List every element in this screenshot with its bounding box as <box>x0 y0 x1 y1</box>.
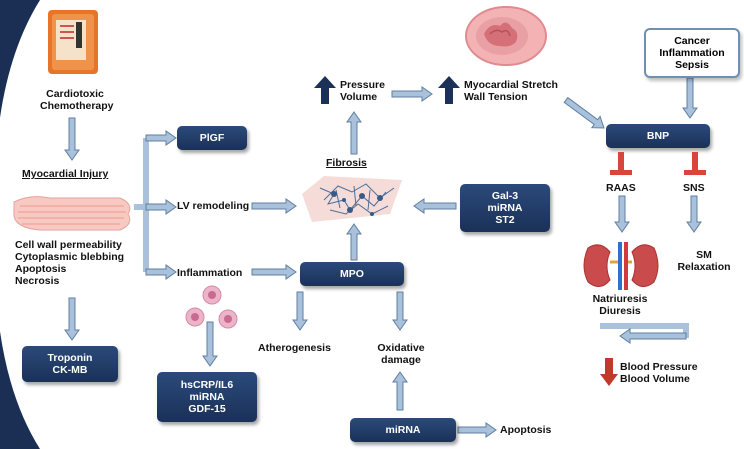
hscrp-box: hsCRP/IL6 miRNA GDF-15 <box>157 372 257 422</box>
arrow-mirna-to-oxidative <box>392 371 408 411</box>
gal3-text: Gal-3 <box>491 190 519 202</box>
sepsis-text: Sepsis <box>675 59 709 71</box>
bnp-text: BNP <box>646 130 670 142</box>
myocardial-injury-label: Myocardial Injury <box>22 168 109 180</box>
pressure-volume-label: Pressure Volume <box>340 79 385 103</box>
sns-label: SNS <box>683 182 705 194</box>
arrow-cells-to-hscrp <box>202 321 218 367</box>
chemo-label-line: Cardiotoxic Chemotherapy <box>40 88 114 112</box>
myocyte-fiber-icon <box>13 196 131 231</box>
fibrosis-network-icon <box>302 176 402 222</box>
arrow-sns-down <box>686 195 702 233</box>
bnp-box: BNP <box>606 124 710 148</box>
arrow-stretch-to-bnp <box>563 96 605 129</box>
apoptosis-right-label: Apoptosis <box>500 424 552 436</box>
injury-list: Cell wall permeability Cytoplasmic blebb… <box>15 239 124 287</box>
arrow-fibrosis-to-pressure <box>346 111 362 155</box>
lv-remodeling-label: LV remodeling <box>177 200 250 212</box>
sm-relaxation-label: SM Relaxation <box>677 249 731 273</box>
arrow-raas-down <box>614 195 630 233</box>
arrow-to-lv <box>145 199 177 215</box>
chemo-label: Cardiotoxic Chemotherapy <box>40 88 114 112</box>
kidneys-icon <box>583 242 659 290</box>
hscrp-text: hsCRP/IL6 <box>180 379 234 391</box>
pigf-box: PlGF <box>177 126 247 150</box>
arrow-inflammation-to-mpo <box>251 264 297 280</box>
stretch-label: Myocardial Stretch Wall Tension <box>464 79 558 103</box>
ckmb-text: CK-MB <box>52 364 88 376</box>
mirna-bottom-text: miRNA <box>385 424 421 436</box>
arrow-pressure-to-stretch <box>391 86 433 102</box>
arrow-to-blood <box>619 328 687 344</box>
injury-item: Necrosis <box>15 275 60 287</box>
raas-label: RAAS <box>606 182 636 194</box>
arrow-necrosis-to-troponin <box>64 297 80 341</box>
arrow-mirna-to-apoptosis <box>457 422 497 438</box>
blood-pressure-label: Blood Pressure Blood Volume <box>620 361 698 385</box>
injury-item: Cell wall permeability <box>15 239 122 251</box>
troponin-box: Troponin CK-MB <box>22 346 118 382</box>
arrow-chemo-to-injury <box>64 117 80 161</box>
st2-text: ST2 <box>495 214 515 226</box>
inflammation-label: Inflammation <box>177 267 243 279</box>
cancer-box: Cancer Inflammation Sepsis <box>644 28 740 78</box>
chemotherapy-bag-icon <box>48 10 98 74</box>
pigf-text: PlGF <box>199 132 225 144</box>
arrow-mpo-to-oxidative <box>392 291 408 331</box>
injury-item: Cytoplasmic blebbing <box>15 251 125 263</box>
left-border-arc <box>0 0 40 449</box>
down-arrow-icon <box>600 358 618 386</box>
mpo-text: MPO <box>340 268 364 280</box>
arrow-mpo-to-fibrosis <box>346 223 362 261</box>
mirna-bottom-box: miRNA <box>350 418 456 442</box>
natriuresis-label: Natriuresis Diuresis <box>592 293 648 317</box>
arrow-to-pigf <box>145 130 177 146</box>
heart-cross-section-icon <box>465 6 547 66</box>
arrow-mpo-to-athero <box>292 291 308 331</box>
gal3-box: Gal-3 miRNA ST2 <box>460 184 550 232</box>
oxidative-label: Oxidative damage <box>377 342 425 366</box>
up-arrow-icon <box>314 76 336 104</box>
injury-item: Apoptosis <box>15 263 67 275</box>
up-arrow-icon <box>438 76 460 104</box>
inhibition-t-icon <box>684 152 706 175</box>
arrow-gal3-to-fibrosis <box>413 198 457 214</box>
fibrosis-label: Fibrosis <box>326 157 367 169</box>
arrow-to-inflammation <box>145 264 177 280</box>
mirna-text: miRNA <box>487 202 523 214</box>
inflammation-text: Inflammation <box>659 47 725 59</box>
mirna-text: miRNA <box>189 391 225 403</box>
arrow-cancer-to-bnp <box>682 77 698 119</box>
inflammatory-cells-icon <box>185 285 238 329</box>
inhibition-t-icon <box>610 152 632 175</box>
cancer-text: Cancer <box>674 35 710 47</box>
troponin-text: Troponin <box>47 352 93 364</box>
arrow-lv-to-fibrosis <box>251 198 297 214</box>
atherogenesis-label: Atherogenesis <box>258 342 331 354</box>
mpo-box: MPO <box>300 262 404 286</box>
gdf15-text: GDF-15 <box>188 403 226 415</box>
